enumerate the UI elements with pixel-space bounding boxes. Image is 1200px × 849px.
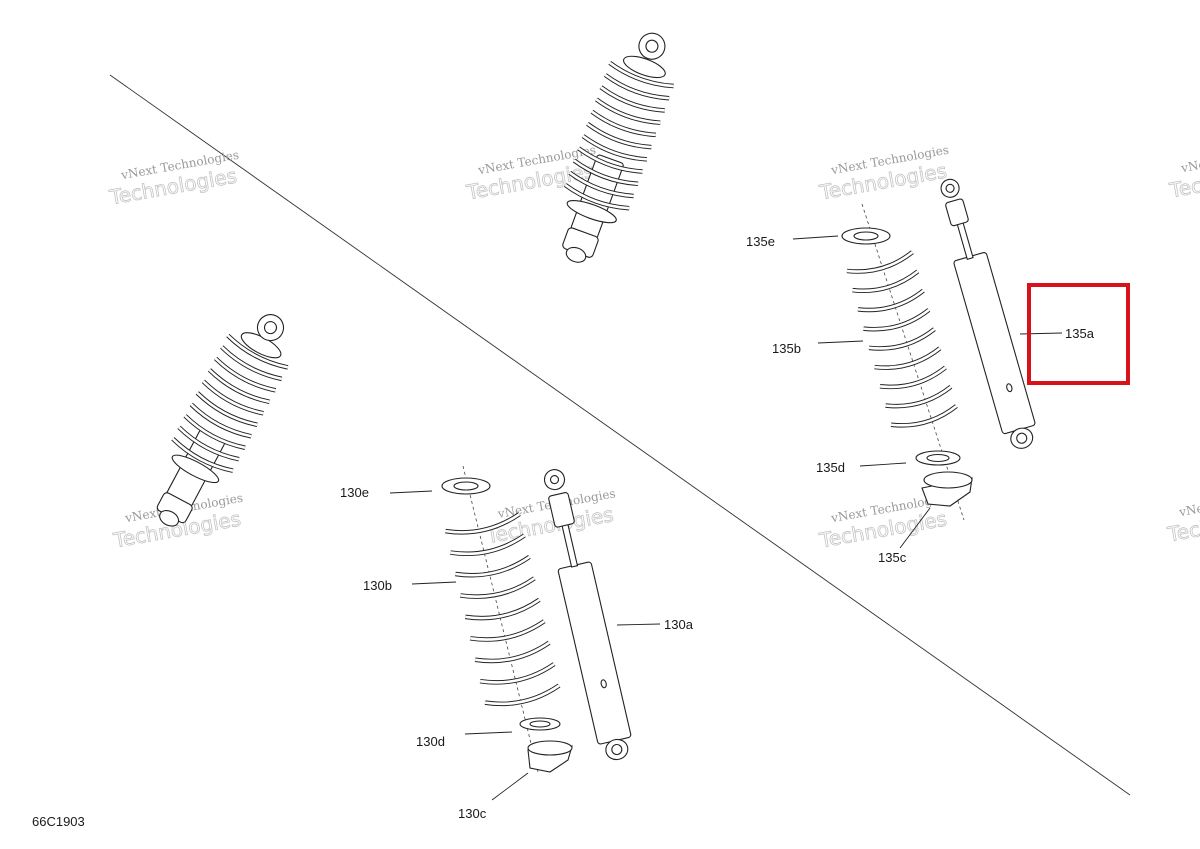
exploded-group-135 [841, 178, 1036, 521]
figure-code: 66C1903 [32, 814, 85, 829]
svg-text:vNext Technologies: vNext Technologies [1179, 141, 1200, 176]
watermark: vNext Technologies Technologies [107, 148, 240, 210]
part-130a-shock [543, 469, 632, 761]
callout-130c[interactable]: 130c [458, 806, 487, 821]
watermark: vNext Technologies Technologies [1167, 141, 1200, 203]
assembled-shock-left [156, 314, 289, 527]
callout-130a[interactable]: 130a [664, 617, 694, 632]
callout-135d[interactable]: 135d [816, 460, 845, 475]
part-135e-retainer [841, 227, 891, 245]
watermark: vNext Technologies Technologies [817, 143, 950, 205]
watermark: vNext Technologies Technologies [1165, 485, 1200, 547]
part-135c-lower-seat [921, 471, 973, 507]
callout-135e[interactable]: 135e [746, 234, 775, 249]
callout-130e[interactable]: 130e [340, 485, 369, 500]
part-135d-washer [915, 450, 961, 466]
divider-line [109, 74, 1131, 796]
part-135b-spring [846, 250, 958, 428]
callout-130d[interactable]: 130d [416, 734, 445, 749]
exploded-group-130 [441, 465, 632, 773]
callout-135b[interactable]: 135b [772, 341, 801, 356]
part-130c-lower-seat [527, 740, 573, 773]
part-130b-spring [445, 512, 561, 707]
highlight-box-135a [1027, 283, 1130, 385]
assembled-shock-top [562, 32, 674, 263]
leader-lines [389, 235, 1063, 801]
part-135a-shock [940, 178, 1036, 449]
svg-text:vNext Technologies: vNext Technologies [1177, 485, 1200, 520]
callout-130b[interactable]: 130b [363, 578, 392, 593]
callout-135c[interactable]: 135c [878, 550, 907, 565]
part-130e-retainer [441, 477, 491, 495]
part-130d-washer [519, 717, 561, 731]
callout-135a[interactable]: 135a [1065, 326, 1095, 341]
